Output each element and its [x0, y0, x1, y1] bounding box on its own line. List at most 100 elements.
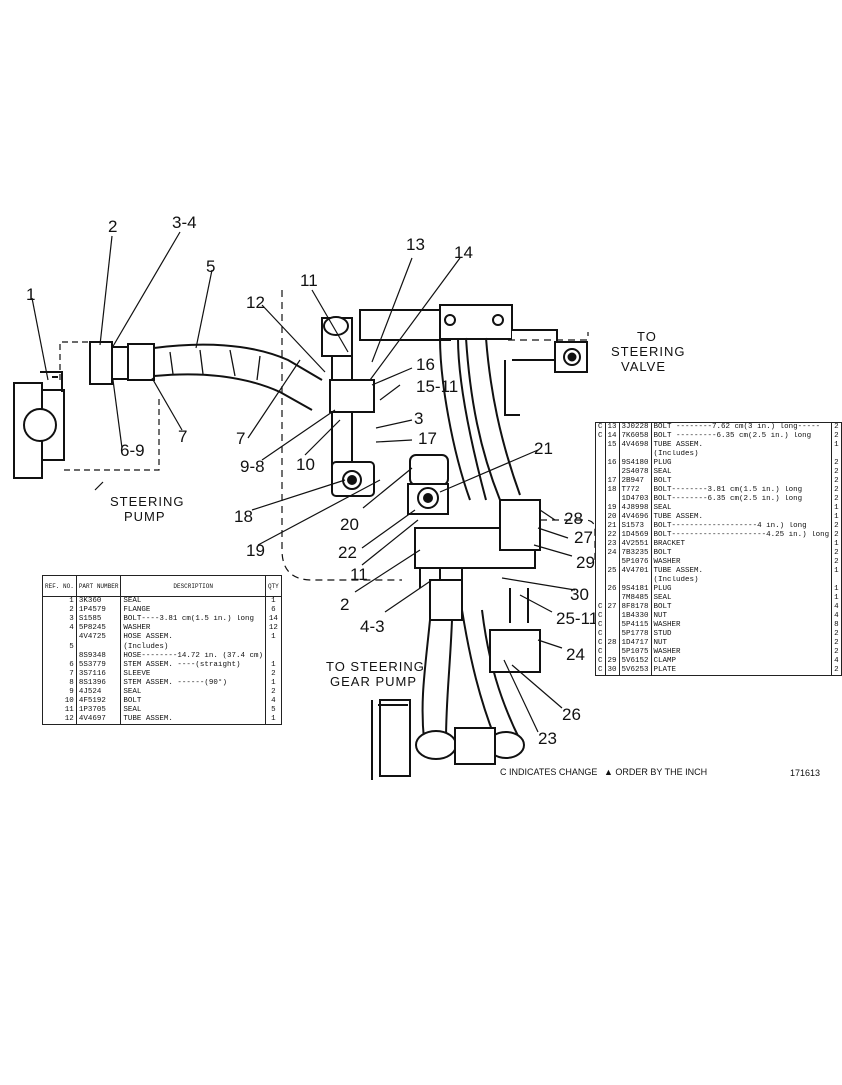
- cell-part: S1573: [619, 522, 652, 531]
- cell-qty: 2: [831, 639, 842, 648]
- cell-desc: FLANGE: [120, 606, 266, 616]
- cell-qty: 2: [831, 459, 842, 468]
- steering-pump-label-2: PUMP: [124, 509, 166, 524]
- cell-chg: [595, 576, 606, 585]
- cell-qty: 8: [831, 621, 842, 630]
- cell-chg: [595, 495, 606, 504]
- callout-label: 23: [538, 729, 557, 748]
- cell-chg: [595, 549, 606, 558]
- cell-desc: BOLT: [651, 603, 833, 612]
- callout-label: 16: [416, 355, 435, 374]
- cell-ref: 18: [605, 486, 620, 495]
- cell-part: 8S9348: [76, 651, 122, 661]
- cell-part: 9S4180: [619, 459, 652, 468]
- callout-label: 12: [246, 293, 265, 312]
- inch-note: ▲ ORDER BY THE INCH: [604, 767, 707, 777]
- cell-ref: 19: [605, 504, 620, 513]
- cell-ref: 8: [42, 678, 77, 688]
- cell-ref: [42, 633, 77, 643]
- cell-chg: C: [595, 639, 606, 648]
- cell-qty: 2: [831, 486, 842, 495]
- cell-qty: 2: [831, 495, 842, 504]
- table-row: 5(Includes): [42, 642, 282, 652]
- cell-ref: 17: [605, 477, 620, 486]
- gear-pump-label-2: GEAR PUMP: [330, 674, 417, 689]
- cell-part: 5S3779: [76, 660, 122, 670]
- header-part: PART NUMBER: [76, 575, 122, 597]
- cell-ref: [605, 495, 620, 504]
- cell-qty: 2: [831, 522, 842, 531]
- cell-ref: 3: [42, 615, 77, 625]
- steering-valve-label-3: VALVE: [621, 359, 666, 374]
- callout-label: 2: [340, 595, 349, 614]
- callout-label: 26: [562, 705, 581, 724]
- cell-part: 5P1076: [619, 558, 652, 567]
- callout-label: 25-11: [556, 609, 598, 628]
- cell-ref: 27: [605, 603, 620, 612]
- cell-ref: 2: [42, 606, 77, 616]
- cell-desc: STEM ASSEM. ------(90°): [120, 678, 266, 688]
- callout-label: 15-11: [416, 377, 458, 396]
- cell-chg: [595, 531, 606, 540]
- cell-part: 4V4696: [619, 513, 652, 522]
- cell-desc: WASHER: [651, 558, 833, 567]
- cell-ref: [605, 450, 620, 459]
- cell-qty: 5: [265, 706, 282, 716]
- cell-part: S1585: [76, 615, 122, 625]
- cell-desc: PLUG: [651, 585, 833, 594]
- label-steering-pump: STEERING PUMP: [94, 481, 183, 524]
- cell-qty: 2: [831, 477, 842, 486]
- callout-label: 30: [570, 585, 589, 604]
- cell-desc: SEAL: [651, 594, 833, 603]
- cell-desc: PLUG: [651, 459, 833, 468]
- cell-chg: [595, 486, 606, 495]
- cell-ref: [605, 594, 620, 603]
- cell-part: 4V4701: [619, 567, 652, 576]
- cell-ref: 22: [605, 531, 620, 540]
- cell-part: 5P1075: [619, 648, 652, 657]
- cell-part: 7K6058: [619, 432, 652, 441]
- cell-part: 7B3235: [619, 549, 652, 558]
- cell-part: 7M8485: [619, 594, 652, 603]
- cell-ref: 20: [605, 513, 620, 522]
- cell-part: 8S1396: [76, 678, 122, 688]
- cell-qty: 1: [831, 504, 842, 513]
- callout-label: 22: [338, 543, 357, 562]
- callout-label: 17: [418, 429, 437, 448]
- lower-manifold: [407, 454, 541, 621]
- cell-ref: 4: [42, 624, 77, 634]
- steering-valve-label-1: TO: [637, 329, 657, 344]
- cell-desc: BOLT: [651, 549, 833, 558]
- cell-part: 5V6152: [619, 657, 652, 666]
- cell-desc: SEAL: [120, 687, 266, 698]
- cell-qty: 1: [265, 660, 282, 670]
- gear-pump-hoses: [371, 588, 541, 780]
- cell-desc: PLATE: [651, 666, 833, 676]
- cell-part: 4V4697: [76, 715, 122, 725]
- callout-label: 5: [206, 257, 215, 276]
- cell-part: 4V2551: [619, 540, 652, 549]
- cell-ref: 13: [605, 422, 620, 432]
- cell-qty: [265, 651, 282, 661]
- cell-qty: 1: [831, 567, 842, 576]
- pump-hose-assembly: [59, 341, 323, 471]
- cell-chg: C: [595, 657, 606, 666]
- table-row: (Includes): [595, 576, 842, 585]
